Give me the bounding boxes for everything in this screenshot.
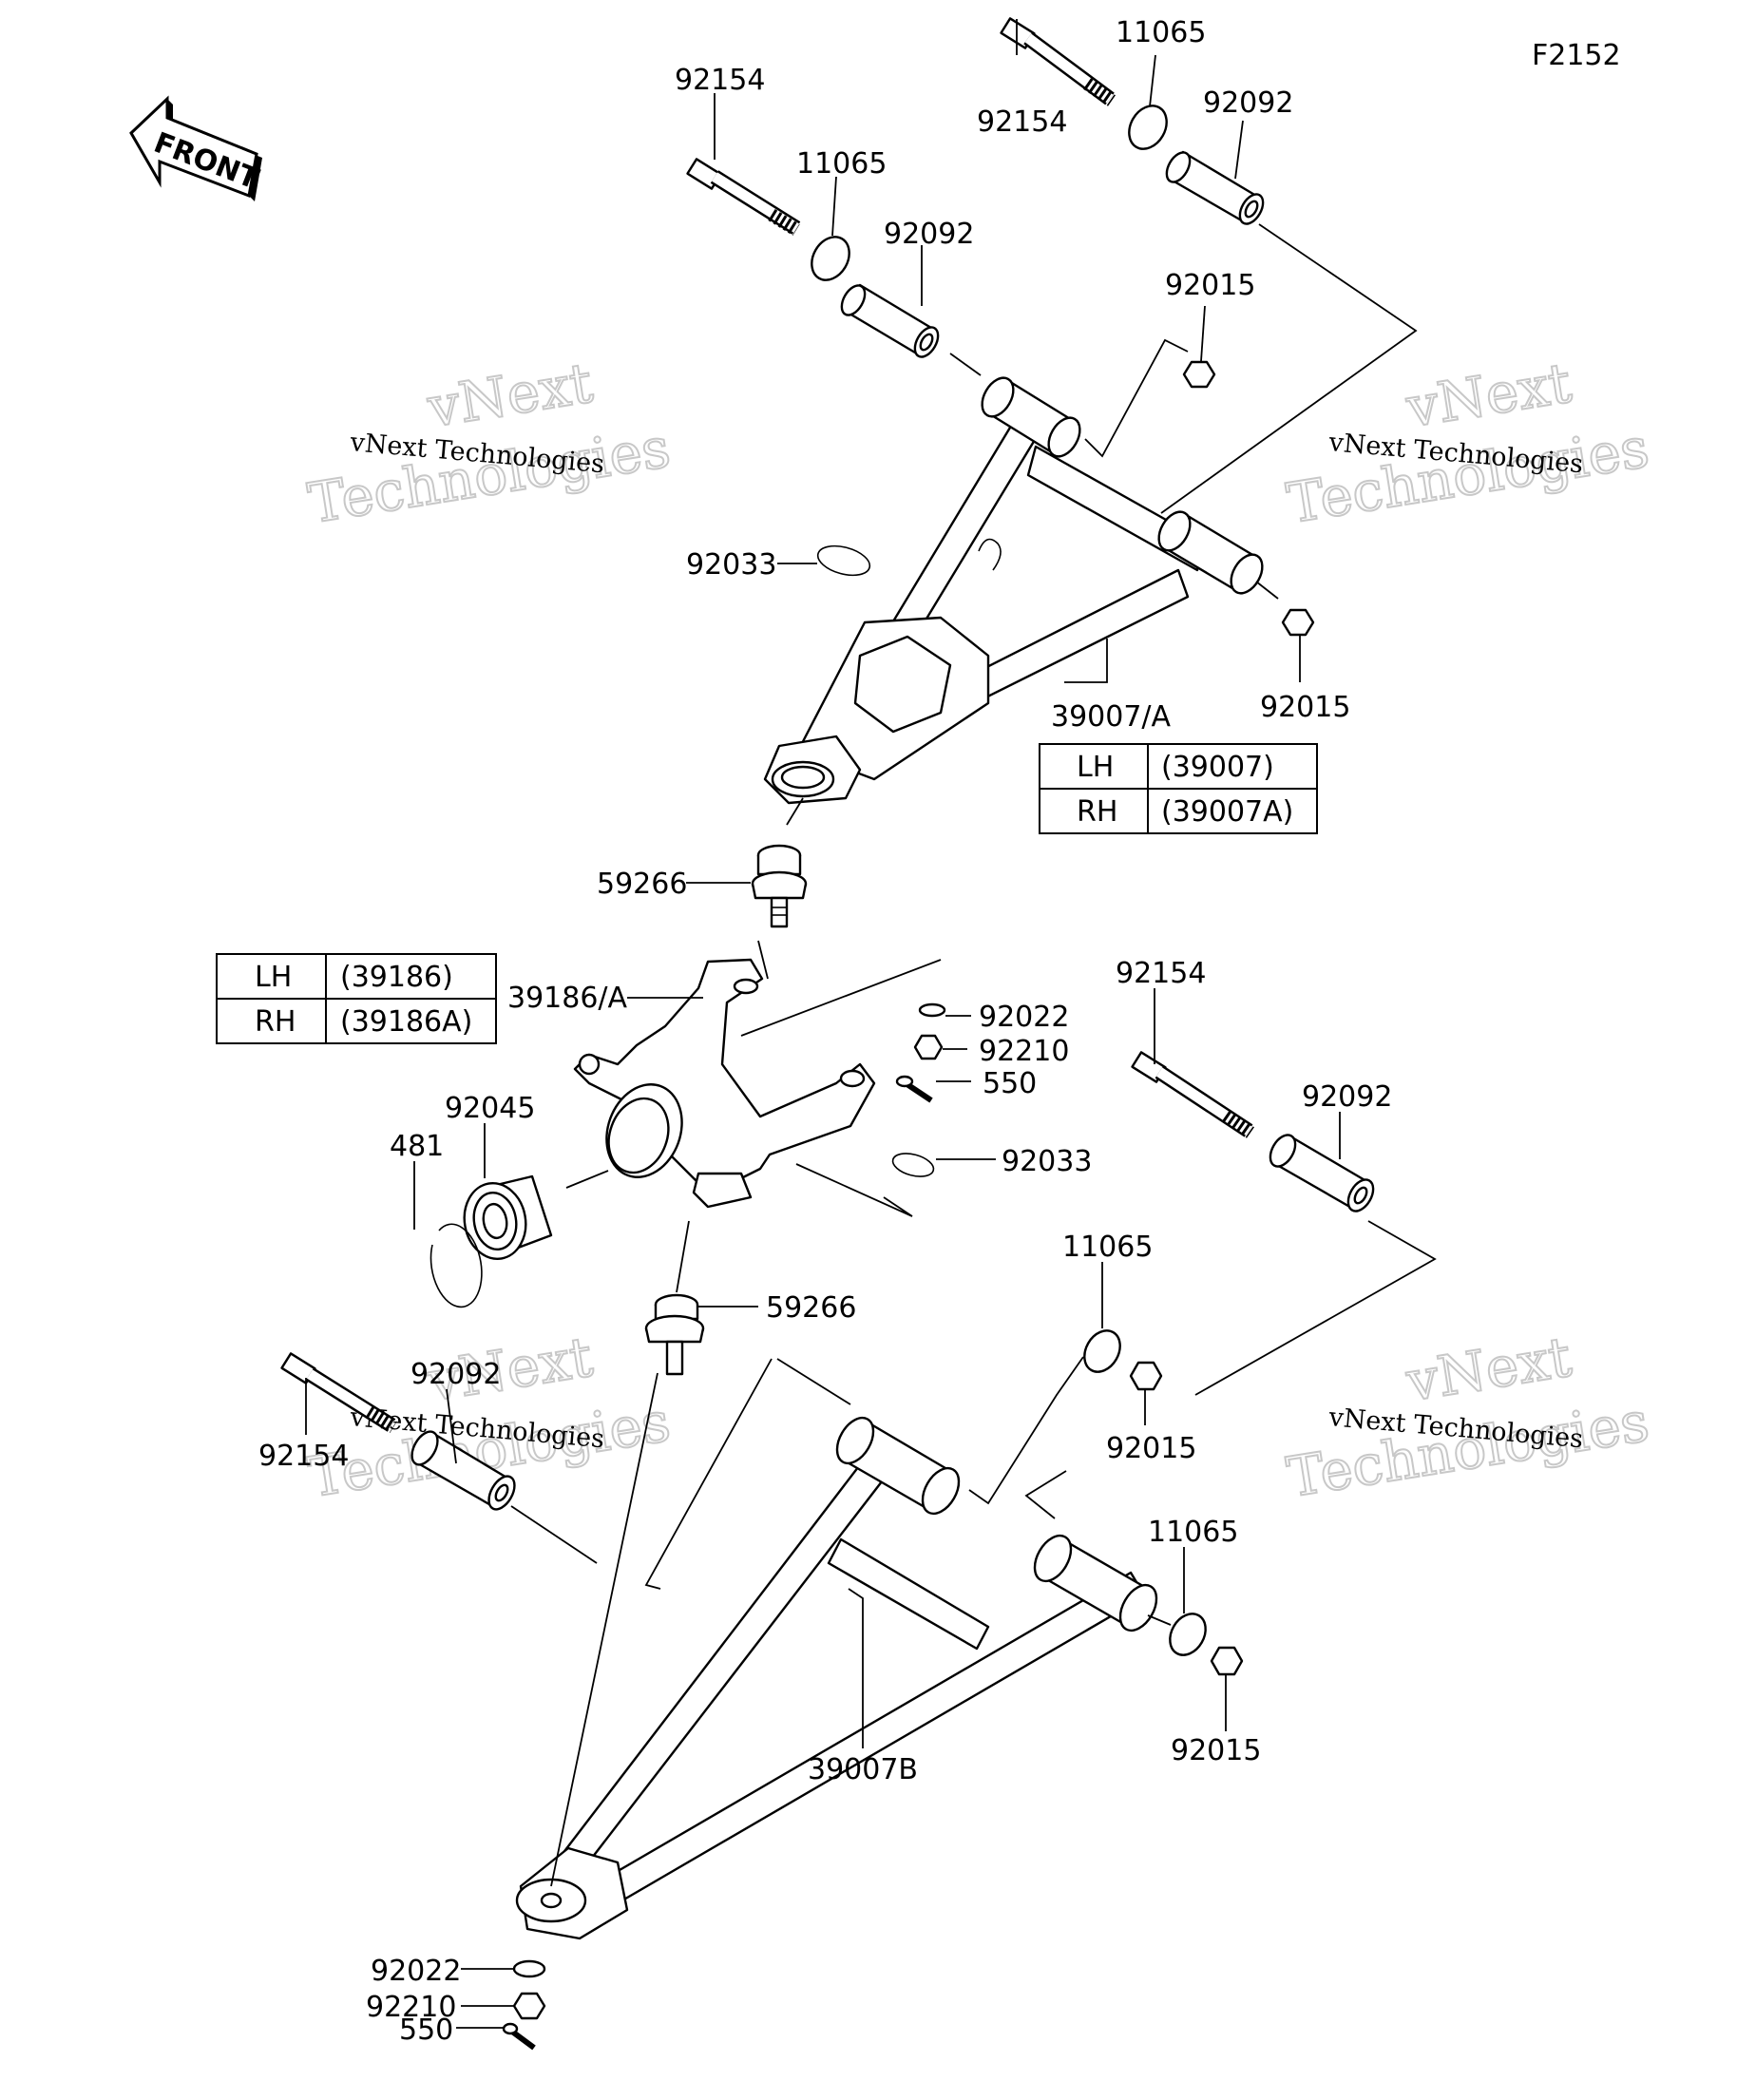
- table-knuckle-row2-part: (39186A): [340, 1005, 472, 1039]
- lower-pin-part: [502, 2022, 536, 2051]
- watermark-top-right: vNext Technologies: [1282, 350, 1654, 537]
- svg-text:vNext: vNext: [1402, 1325, 1575, 1415]
- callout-leaders: [305, 19, 1341, 2029]
- lower-arm-part: [515, 1416, 1158, 1940]
- upper-arm-side-table: LH (39007) RH (39007A): [1039, 743, 1318, 834]
- label-upper-bushing-b: 92092: [1203, 86, 1293, 120]
- knuckle-pin-part: [895, 1075, 933, 1103]
- lower-balljoint-part: [644, 1293, 705, 1376]
- label-upper-arm: 39007/A: [1051, 700, 1172, 734]
- knuckle-washer-part: [918, 1002, 946, 1018]
- table-knuckle-row2-side: RH: [255, 1005, 296, 1039]
- table-upper-row1-part: (39007): [1161, 751, 1274, 784]
- label-lower-nut-r1: 92015: [1106, 1432, 1196, 1465]
- figure-code: F2152: [1532, 39, 1621, 72]
- assembly-lines: [510, 223, 1437, 1887]
- knuckle-circlip-part: [891, 1153, 935, 1177]
- lower-washer-r2-part: [1169, 1613, 1207, 1656]
- snapring-part: [429, 1223, 483, 1308]
- label-lower-nut: 92210: [366, 1991, 456, 2024]
- label-lower-bushing-l: 92092: [410, 1358, 501, 1391]
- knuckle-side-table: LH (39186) RH (39186A): [216, 953, 497, 1044]
- upper-circlip-part: [816, 544, 871, 577]
- label-knuckle-circlip: 92033: [1002, 1145, 1092, 1178]
- lower-nut-part: [512, 1992, 546, 2020]
- label-upper-bolt-b: 92154: [977, 105, 1067, 139]
- watermark-bottom-right: vNext Technologies: [1282, 1324, 1654, 1511]
- lower-bolt-l-part: [280, 1352, 397, 1433]
- table-upper-row1-side: LH: [1077, 751, 1114, 784]
- knuckle-nut-part: [913, 1034, 944, 1060]
- label-bearing: 92045: [445, 1092, 535, 1125]
- table-knuckle-row1-side: LH: [255, 961, 292, 994]
- upper-washer-b-part: [1128, 105, 1168, 150]
- label-upper-bushing-a: 92092: [884, 218, 974, 251]
- label-lower-arm: 39007B: [808, 1753, 918, 1786]
- label-upper-nut-a: 92015: [1165, 269, 1255, 302]
- lower-washer-r1-part: [1083, 1329, 1121, 1373]
- label-knuckle-nut: 92210: [979, 1035, 1069, 1068]
- upper-arm-part: [763, 376, 1264, 805]
- label-lower-pin: 550: [399, 2014, 453, 2047]
- table-knuckle-row1-part: (39186): [340, 961, 453, 994]
- upper-bushing-b-part: [1165, 150, 1265, 225]
- label-snapring: 481: [390, 1130, 444, 1163]
- lower-bolt-r-part: [1131, 1051, 1254, 1138]
- svg-text:vNext: vNext: [1402, 351, 1575, 441]
- front-arrow-icon: FRONT: [129, 95, 263, 201]
- svg-text:vNext: vNext: [423, 351, 597, 441]
- label-lower-bolt-l: 92154: [258, 1440, 349, 1473]
- label-upper-nut-b: 92015: [1260, 691, 1350, 724]
- label-knuckle: 39186/A: [507, 982, 628, 1015]
- label-upper-bolt-a: 92154: [675, 64, 765, 97]
- lower-nut-r1-part: [1129, 1361, 1163, 1391]
- upper-bolt-b-part: [1000, 17, 1116, 106]
- label-knuckle-washer: 92022: [979, 1001, 1069, 1034]
- upper-washer-a-part: [811, 236, 850, 281]
- label-lower-washer: 92022: [371, 1955, 461, 1988]
- label-lower-washer-r2: 11065: [1148, 1516, 1238, 1549]
- label-lower-balljoint: 59266: [766, 1291, 856, 1325]
- bearing-part: [463, 1174, 553, 1260]
- upper-nut-a-part: [1182, 360, 1216, 389]
- watermark-top-left: vNext Technologies: [303, 350, 676, 537]
- table-upper-row2-side: RH: [1077, 795, 1117, 829]
- label-upper-washer-b: 11065: [1116, 16, 1206, 49]
- table-upper-row2-part: (39007A): [1161, 795, 1293, 829]
- lower-washer-part: [512, 1959, 546, 1978]
- lower-bushing-l-part: [410, 1430, 516, 1511]
- lower-nut-r2-part: [1210, 1646, 1244, 1676]
- upper-bolt-a-part: [686, 158, 801, 236]
- label-upper-circlip: 92033: [686, 548, 776, 582]
- label-upper-balljoint: 59266: [597, 868, 687, 901]
- upper-nut-b-part: [1281, 608, 1315, 637]
- upper-bushing-a-part: [840, 283, 940, 358]
- label-lower-bolt-r: 92154: [1116, 957, 1206, 990]
- label-lower-nut-r2: 92015: [1171, 1734, 1261, 1767]
- label-lower-washer-r1: 11065: [1062, 1231, 1153, 1264]
- label-upper-washer-a: 11065: [796, 147, 887, 181]
- knuckle-part: [573, 958, 876, 1209]
- upper-balljoint-part: [751, 844, 808, 928]
- lower-bushing-r-part: [1269, 1134, 1375, 1212]
- label-knuckle-pin: 550: [983, 1067, 1037, 1100]
- label-lower-bushing-r: 92092: [1302, 1080, 1392, 1114]
